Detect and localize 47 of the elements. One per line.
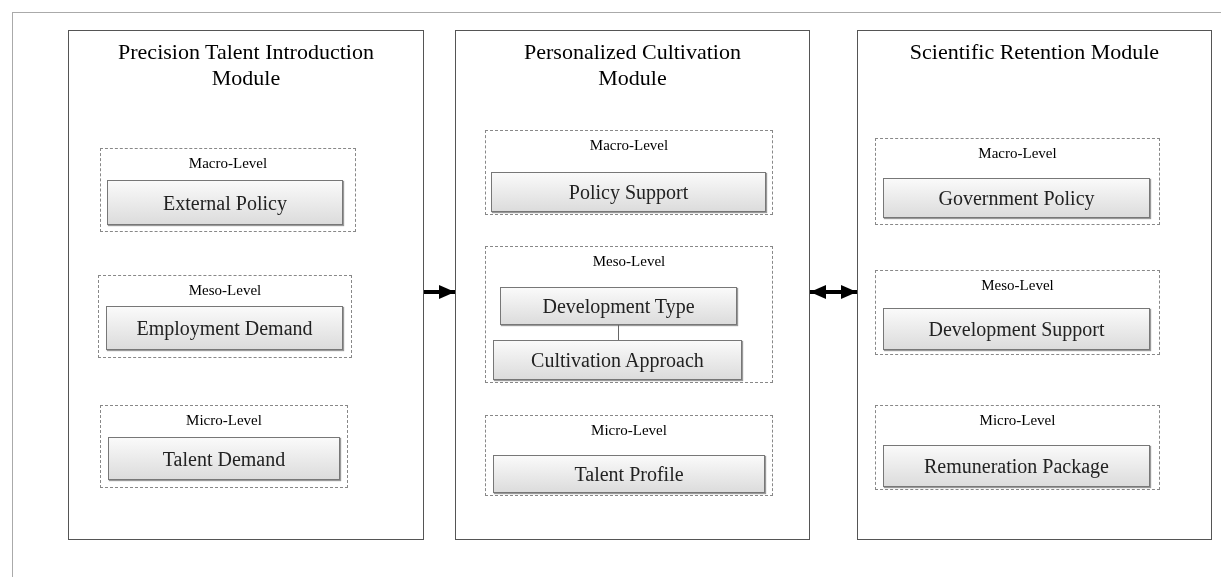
level-label: Meso-Level: [188, 281, 262, 300]
module-panel: [455, 30, 810, 540]
level-label: Meso-Level: [592, 252, 666, 271]
connector-line: [618, 324, 619, 341]
level-group: [875, 138, 1160, 225]
level-label: Macro-Level: [188, 154, 268, 173]
factor-box: [500, 287, 737, 325]
level-label: Micro-Level: [591, 421, 667, 440]
level-group: [875, 405, 1160, 490]
level-group: [100, 148, 356, 232]
level-group: [100, 405, 348, 488]
factor-label: Talent Profile: [574, 462, 684, 486]
factor-box: [493, 455, 765, 493]
level-group: [98, 275, 352, 358]
factor-label: Development Type: [542, 294, 695, 318]
factor-label: Employment Demand: [136, 316, 313, 340]
module-title: Scientific Retention Module: [909, 39, 1160, 65]
level-label: Micro-Level: [186, 411, 262, 430]
factor-label: Government Policy: [938, 186, 1095, 210]
level-group: [485, 246, 773, 383]
factor-box: [107, 180, 343, 225]
factor-box: [491, 172, 766, 212]
module-title: Precision Talent Introduction Module: [117, 39, 375, 91]
factor-label: Development Support: [928, 317, 1105, 341]
factor-box: [108, 437, 340, 480]
level-label: Meso-Level: [981, 276, 1054, 295]
module-title: Personalized Cultivation Module: [523, 39, 742, 91]
level-group: [485, 415, 773, 496]
factor-box: [493, 340, 742, 380]
module-panel: [857, 30, 1212, 540]
arrow: [424, 285, 455, 299]
level-group: [875, 270, 1160, 355]
factor-label: Policy Support: [568, 180, 689, 204]
factor-label: Remuneration Package: [924, 454, 1109, 478]
module-panel: [68, 30, 424, 540]
level-label: Macro-Level: [978, 144, 1057, 163]
level-label: Macro-Level: [589, 136, 669, 155]
arrow: [810, 285, 857, 299]
factor-box: [883, 178, 1150, 218]
factor-box: [883, 308, 1150, 350]
factor-label: Cultivation Approach: [531, 348, 704, 372]
level-group: [485, 130, 773, 215]
factor-box: [883, 445, 1150, 487]
level-label: Micro-Level: [979, 411, 1056, 430]
factor-label: External Policy: [163, 190, 287, 215]
factor-box: [106, 306, 343, 350]
factor-label: Talent Demand: [162, 446, 286, 471]
